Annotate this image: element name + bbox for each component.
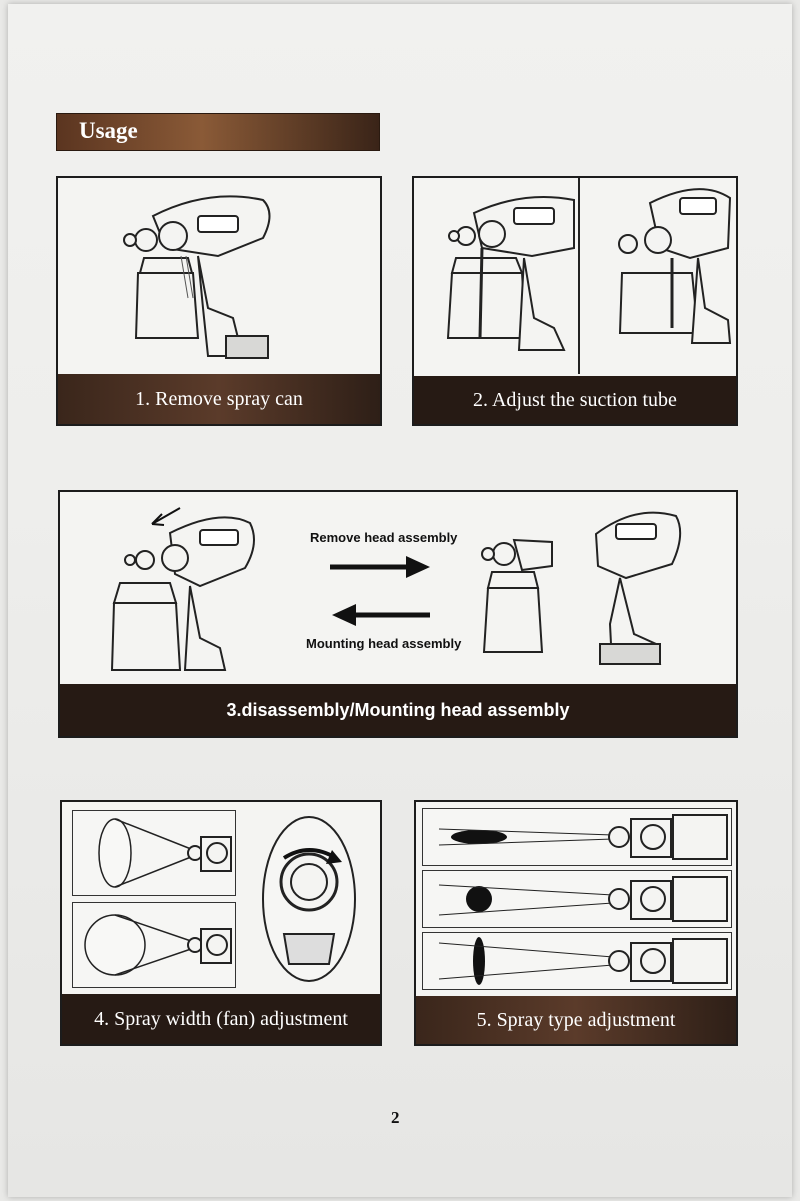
- wide-fan-box: [72, 810, 236, 896]
- sprayer-with-can-illustration: [123, 195, 271, 359]
- round-fan-illustration: [84, 914, 232, 976]
- manual-page: Usage 1. Remove spray can: [8, 4, 792, 1197]
- step-1-panel: 1. Remove spray can: [56, 176, 382, 426]
- arrow-left-icon: [332, 604, 430, 626]
- vertical-pattern-box: [422, 932, 732, 990]
- step-1-caption: 1. Remove spray can: [58, 374, 380, 424]
- horizontal-pattern-illustration: [438, 814, 728, 860]
- assembled-sprayer-illustration: [110, 507, 255, 671]
- nozzle-dial-closeup-illustration: [262, 816, 356, 982]
- round-pattern-illustration: [438, 876, 728, 922]
- step-5-panel: 5. Spray type adjustment: [414, 800, 738, 1046]
- section-title: Usage: [79, 118, 138, 143]
- page-number: 2: [391, 1108, 400, 1127]
- horizontal-pattern-box: [422, 808, 732, 866]
- step-3-caption: 3.disassembly/Mounting head assembly: [60, 684, 736, 736]
- step-3-panel: Remove head assembly Mounting head assem…: [58, 490, 738, 738]
- suction-tube-side-illustration: [618, 188, 732, 344]
- round-pattern-box: [422, 870, 732, 928]
- suction-tube-front-illustration: [446, 196, 575, 351]
- sprayer-body-illustration: [594, 511, 682, 665]
- remove-head-label: Remove head assembly: [310, 530, 458, 545]
- mounting-head-label: Mounting head assembly: [306, 636, 462, 651]
- section-header: Usage: [56, 113, 380, 151]
- step-2-panel: 2. Adjust the suction tube: [412, 176, 738, 426]
- detached-head-illustration: [481, 538, 553, 653]
- arrow-right-icon: [330, 556, 430, 578]
- vertical-pattern-illustration: [438, 937, 728, 985]
- step-4-panel: 4. Spray width (fan) adjustment: [60, 800, 382, 1046]
- step-4-caption: 4. Spray width (fan) adjustment: [62, 994, 380, 1044]
- wide-fan-illustration: [98, 818, 232, 888]
- step-5-caption: 5. Spray type adjustment: [416, 996, 736, 1044]
- step-2-caption: 2. Adjust the suction tube: [414, 376, 736, 424]
- round-fan-box: [72, 902, 236, 988]
- panel-divider: [578, 178, 580, 374]
